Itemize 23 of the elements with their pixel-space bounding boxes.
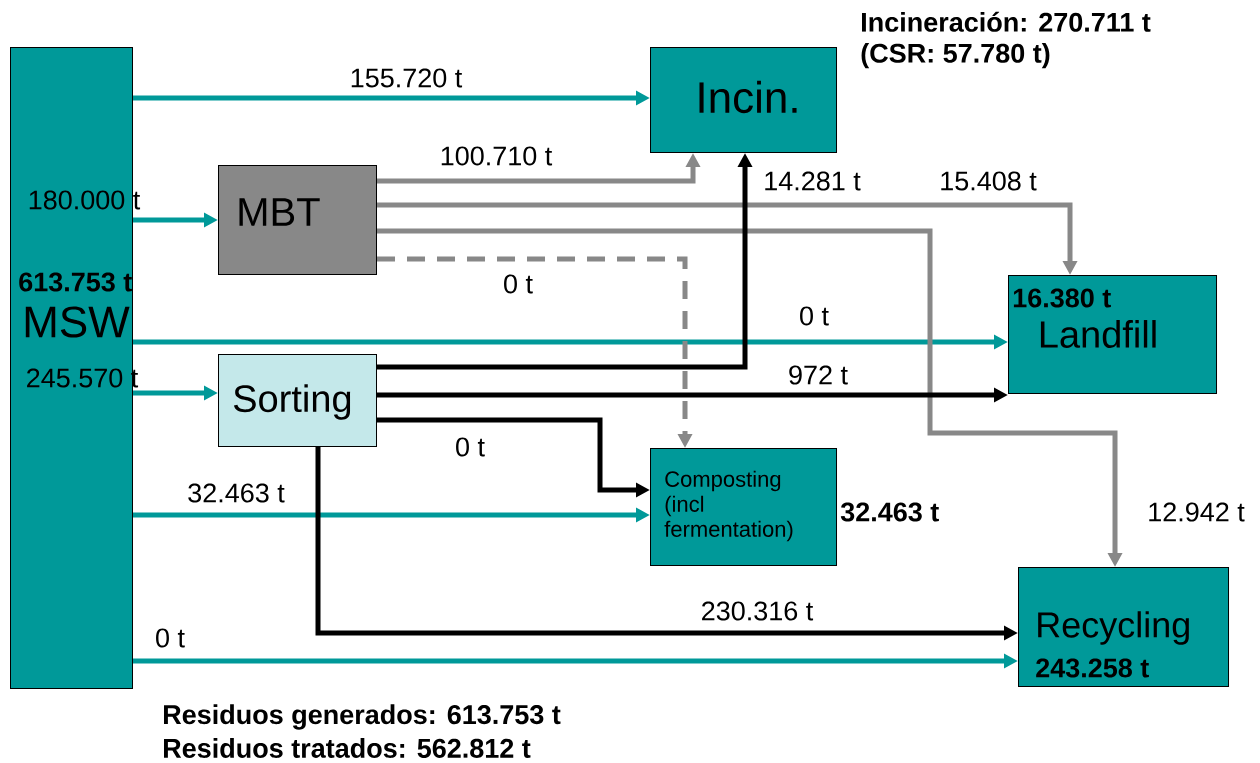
landfill-box: 16.380 t Landfill	[1008, 275, 1217, 394]
edge-label: 32.463 t	[186, 482, 286, 504]
edge-label: 155.720 t	[348, 67, 464, 89]
sorting-box: Sorting	[218, 354, 377, 447]
incineration-box: Incin.	[650, 47, 837, 153]
edge-label: 180.000 t	[29, 190, 141, 210]
annotation: 32.463 t	[840, 502, 939, 522]
summary-text: Residuos generados: 613.753 t	[164, 704, 561, 730]
summary-text: Residuos tratados: 562.812 t	[164, 738, 531, 758]
mbt-box: MBT	[218, 165, 377, 275]
edge-label: 230.316 t	[699, 600, 815, 622]
edge-label: 15.408 t	[938, 170, 1038, 192]
composting-box: Composting (incl fermentation)	[650, 448, 837, 566]
edge-label: 12.942 t	[1146, 501, 1246, 523]
edge-label: 100.710 t	[438, 145, 554, 167]
edge-label: 0 t	[454, 436, 486, 458]
recycling-box: Recycling 243.258 t	[1018, 567, 1229, 687]
annotation: Incineración: 270.711 t (CSR: 57.780 t)	[861, 11, 1151, 69]
edge-label: 0 t	[502, 273, 534, 295]
edge-label: 972 t	[787, 364, 850, 386]
edge-label: 0 t	[798, 305, 830, 327]
edge-label: 14.281 t	[762, 170, 862, 192]
edge-label: 0 t	[154, 627, 186, 649]
